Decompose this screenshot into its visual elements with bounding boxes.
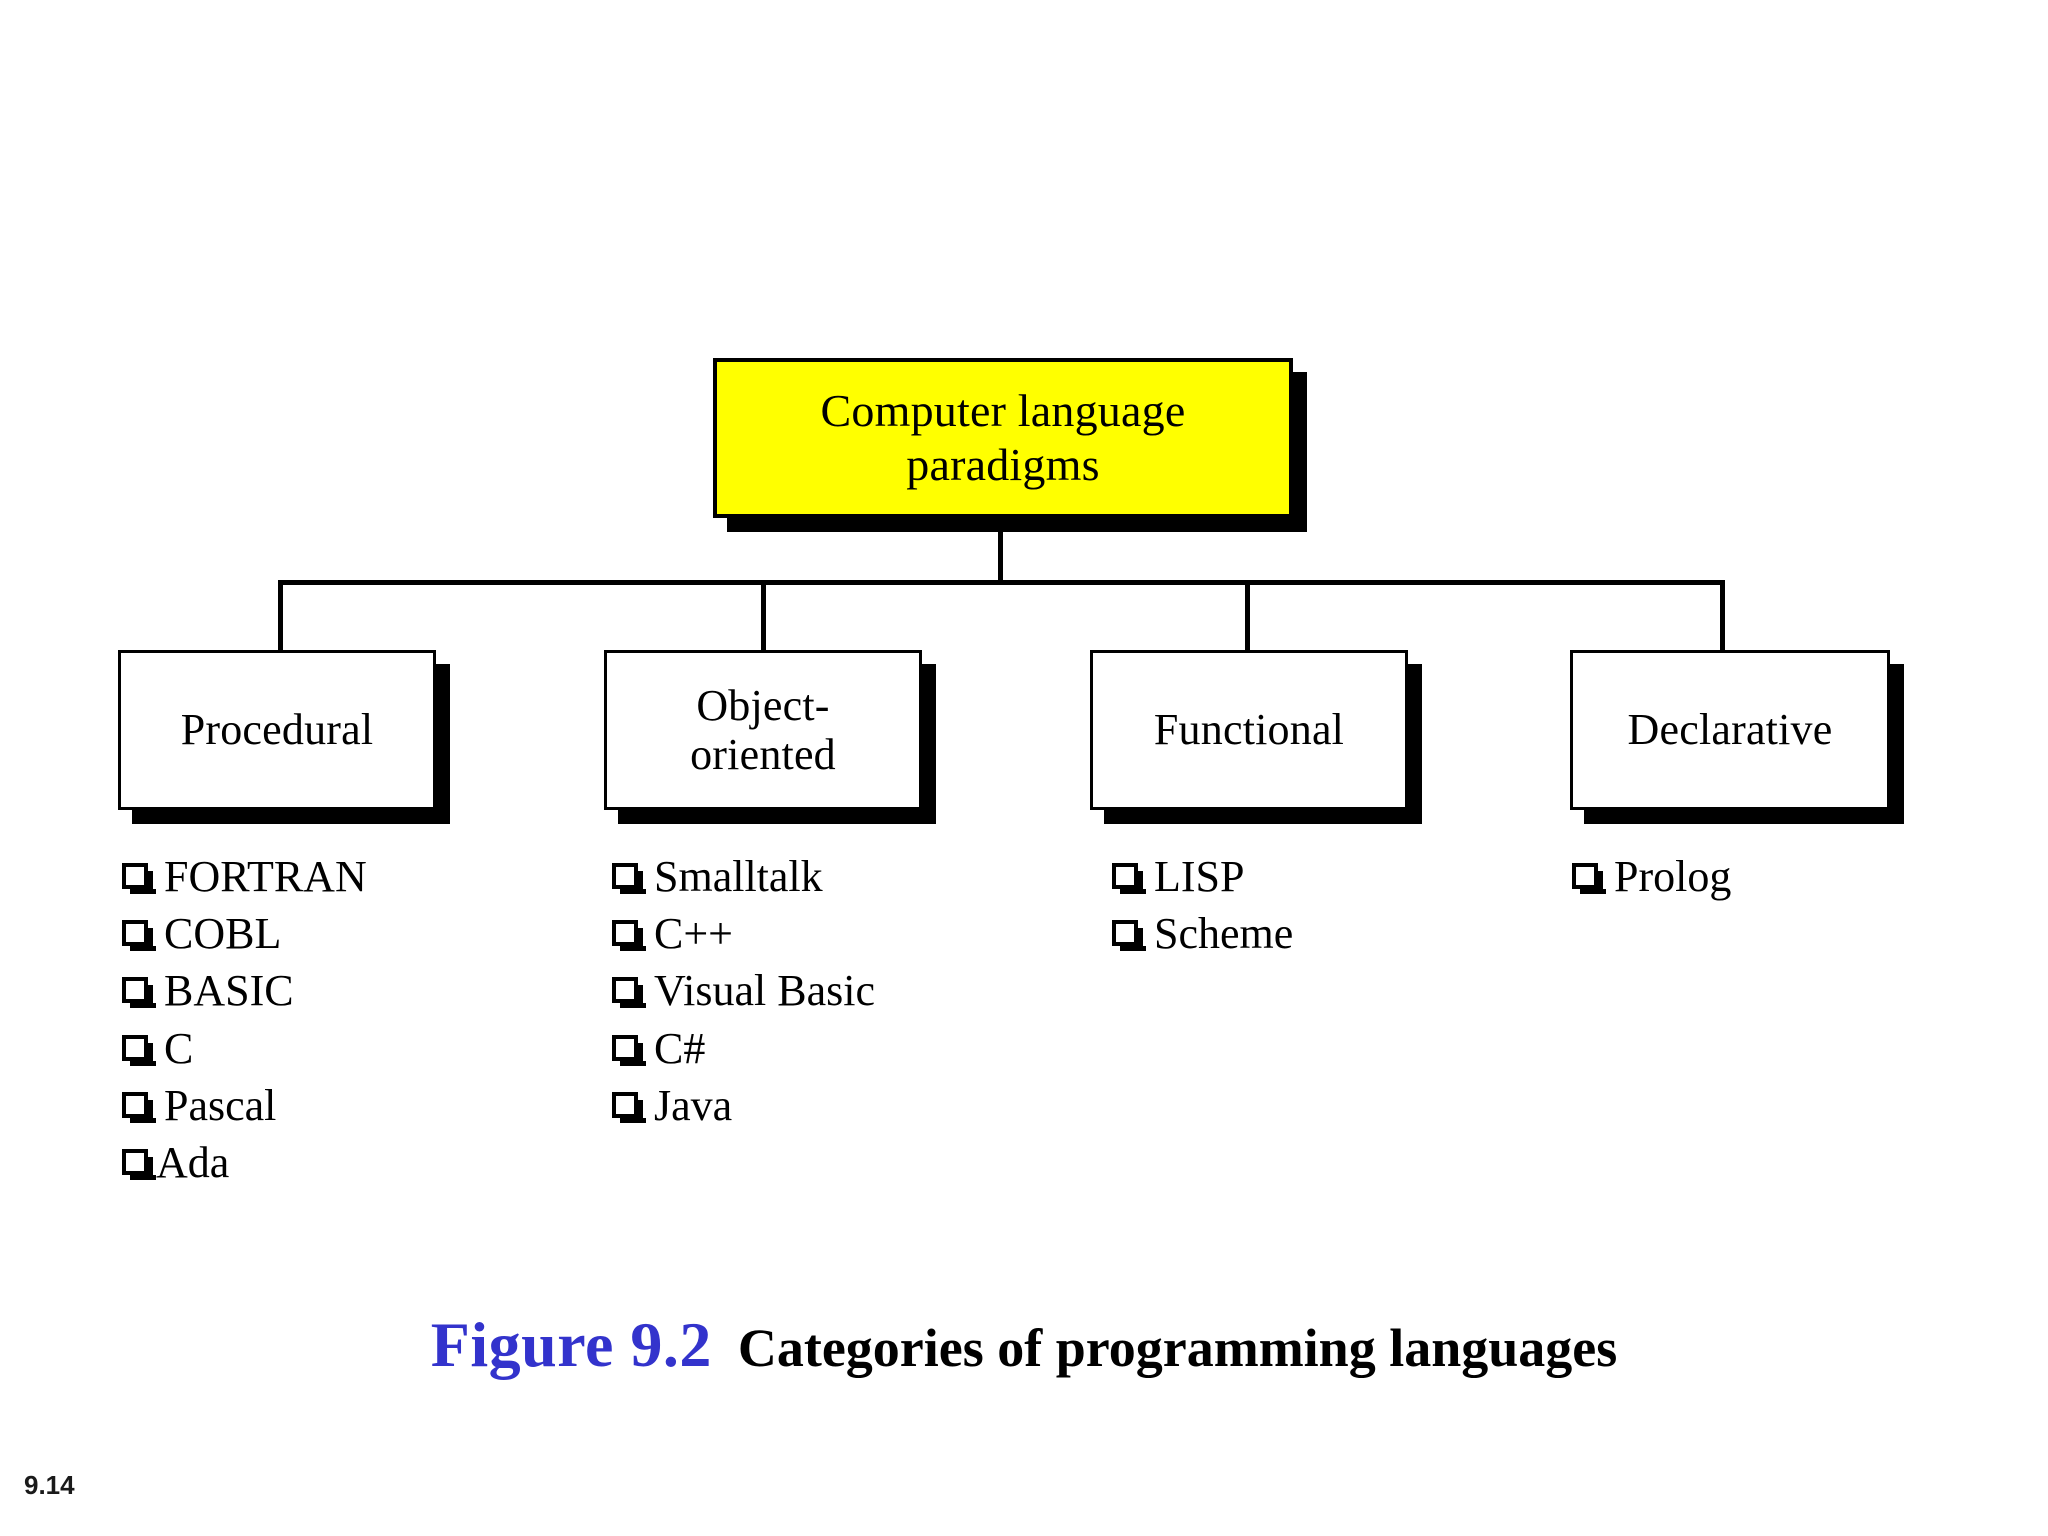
- language-name: COBL: [164, 909, 282, 959]
- language-list-item: C++: [612, 905, 1032, 962]
- checkbox-bullet-icon: [122, 1148, 156, 1180]
- category-label-object-oriented: Object- oriented: [690, 680, 836, 779]
- language-name: C#: [654, 1023, 706, 1073]
- language-list-item: C: [122, 1020, 542, 1077]
- category-box-procedural: Procedural: [118, 650, 436, 810]
- language-name: BASIC: [164, 966, 294, 1016]
- connector-root-stem: [998, 518, 1003, 582]
- checkbox-bullet-icon: [1572, 863, 1606, 894]
- category-box-functional: Functional: [1090, 650, 1408, 810]
- checkbox-bullet-icon: [612, 1091, 646, 1123]
- language-name: Pascal: [164, 1080, 277, 1130]
- checkbox-bullet-icon: [122, 863, 156, 894]
- figure-caption: Figure 9.2 Categories of programming lang…: [0, 1308, 2048, 1382]
- checkbox-bullet-icon: [122, 977, 156, 1009]
- language-name: Java: [654, 1080, 733, 1130]
- figure-number-label: Figure 9.2: [430, 1309, 712, 1380]
- category-label-declarative: Declarative: [1627, 705, 1833, 755]
- category-box-declarative: Declarative: [1570, 650, 1890, 810]
- language-name: Ada: [156, 1137, 230, 1187]
- checkbox-bullet-icon: [612, 1034, 646, 1066]
- language-name: LISP: [1154, 852, 1245, 901]
- language-name: Prolog: [1614, 852, 1732, 901]
- slide-number: 9.14: [24, 1470, 75, 1500]
- checkbox-bullet-icon: [122, 1091, 156, 1123]
- language-list-item: Prolog: [1572, 848, 1992, 905]
- language-list-item: Scheme: [1112, 905, 1532, 962]
- language-list-item: LISP: [1112, 848, 1532, 905]
- language-list-functional: LISP Scheme: [1112, 848, 1532, 962]
- root-node-computer-language-paradigms: Computer language paradigms: [713, 358, 1293, 518]
- connector-drop-procedural: [278, 580, 283, 652]
- language-list-item: Visual Basic: [612, 962, 1032, 1019]
- connector-drop-object-oriented: [761, 580, 766, 652]
- connector-horizontal-bus: [278, 580, 1725, 585]
- checkbox-bullet-icon: [612, 977, 646, 1009]
- checkbox-bullet-icon: [612, 863, 646, 894]
- language-list-item: FORTRAN: [122, 848, 542, 905]
- language-list-item: BASIC: [122, 962, 542, 1019]
- language-name: Scheme: [1154, 909, 1294, 959]
- language-list-item: Java: [612, 1077, 1032, 1134]
- figure-title-label: Categories of programming languages: [737, 1318, 1618, 1378]
- language-list-item: Smalltalk: [612, 848, 1032, 905]
- language-name: Visual Basic: [654, 966, 875, 1016]
- checkbox-bullet-icon: [122, 920, 156, 952]
- checkbox-bullet-icon: [612, 920, 646, 952]
- checkbox-bullet-icon: [1112, 863, 1146, 894]
- category-box-object-oriented: Object- oriented: [604, 650, 922, 810]
- language-list-item: C#: [612, 1020, 1032, 1077]
- language-name: FORTRAN: [164, 852, 367, 901]
- language-name: C++: [654, 909, 733, 959]
- language-name: Smalltalk: [654, 852, 823, 901]
- connector-drop-declarative: [1720, 580, 1725, 652]
- checkbox-bullet-icon: [1112, 920, 1146, 952]
- language-list-declarative: Prolog: [1572, 848, 1992, 905]
- language-list-item: COBL: [122, 905, 542, 962]
- language-list-item: Ada: [122, 1134, 542, 1191]
- category-label-procedural: Procedural: [180, 705, 374, 755]
- language-name: C: [164, 1023, 194, 1073]
- root-node-label: Computer language paradigms: [820, 384, 1186, 490]
- checkbox-bullet-icon: [122, 1034, 156, 1066]
- category-label-functional: Functional: [1153, 705, 1345, 755]
- connector-drop-functional: [1245, 580, 1250, 652]
- language-list-item: Pascal: [122, 1077, 542, 1134]
